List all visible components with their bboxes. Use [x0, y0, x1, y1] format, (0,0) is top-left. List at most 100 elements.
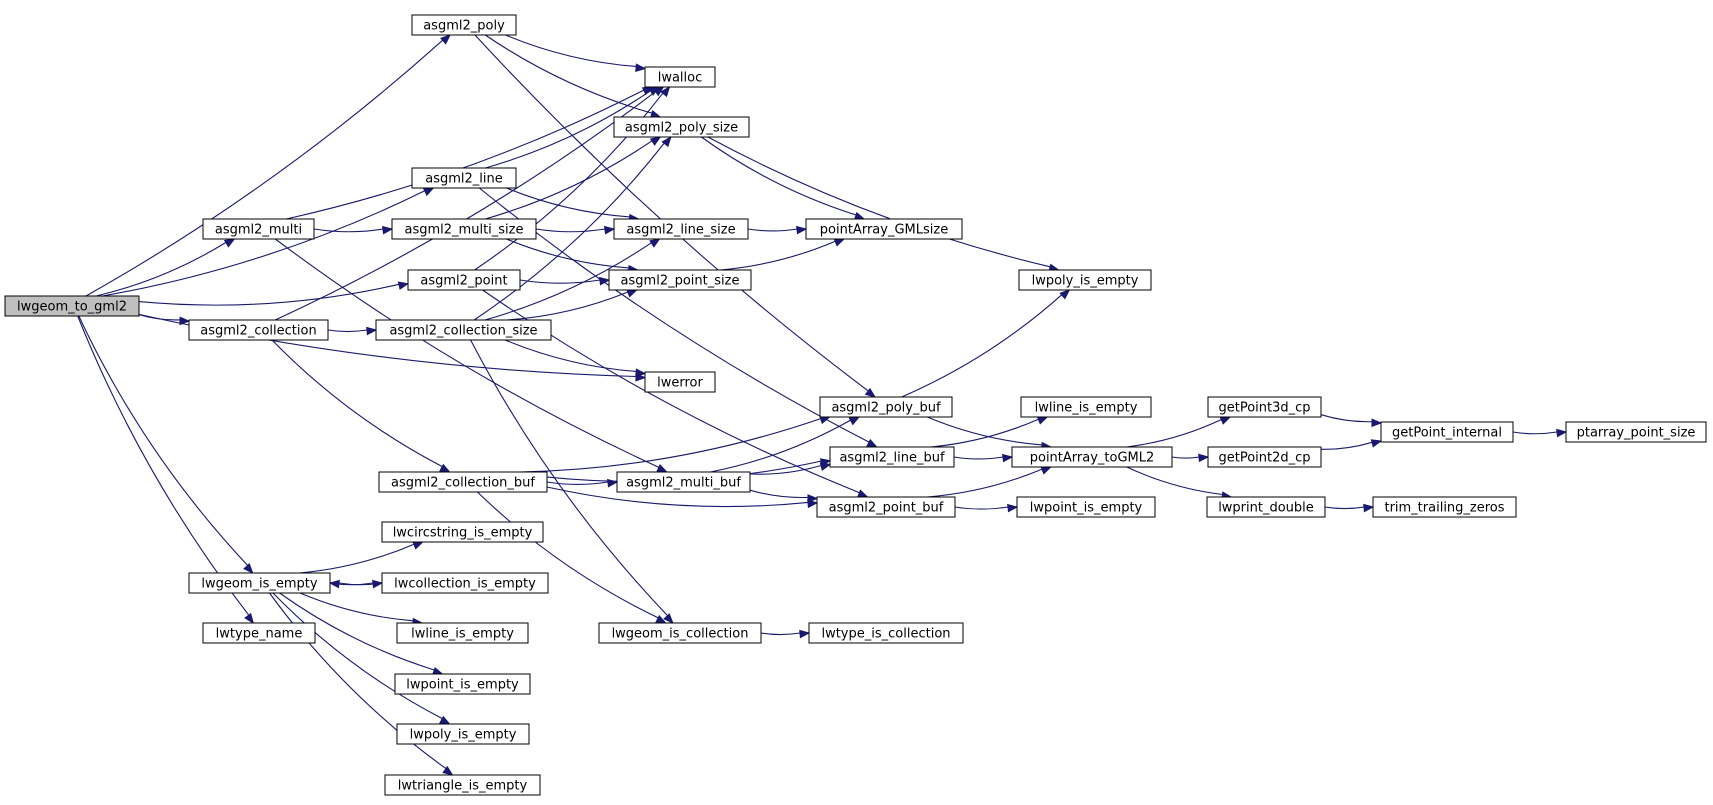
node-lwgeom-to-gml2[interactable]: lwgeom_to_gml2 [4, 295, 140, 317]
node-asgml2-point-size[interactable]: asgml2_point_size [608, 269, 752, 291]
node-lwpoly-is-empty-b[interactable]: lwpoly_is_empty [396, 723, 530, 745]
edge-arrowhead [1007, 503, 1019, 513]
node-asgml2-multi-size[interactable]: asgml2_multi_size [391, 218, 537, 240]
edge-arrowhead [626, 289, 638, 298]
node-trim-trailing-zeros[interactable]: trim_trailing_zeros [1372, 496, 1517, 518]
node-pointarray-togml2[interactable]: pointArray_toGML2 [1011, 446, 1173, 468]
node-label: lwerror [657, 376, 703, 391]
node-box [1206, 496, 1326, 518]
node-lwtype-is-collection[interactable]: lwtype_is_collection [808, 622, 964, 644]
edge-arrowhead [1059, 289, 1071, 300]
node-asgml2-line-buf[interactable]: asgml2_line_buf [829, 446, 955, 468]
node-label: asgml2_collection [200, 324, 316, 339]
node-label: asgml2_poly_size [625, 121, 738, 136]
node-asgml2-multi-buf[interactable]: asgml2_multi_buf [616, 471, 751, 493]
node-ptarray-point-size[interactable]: ptarray_point_size [1565, 421, 1707, 443]
edge-arrowhead [422, 187, 435, 197]
edge-lwgeom-to-gml2-to-lwgeom-is-empty [78, 315, 254, 574]
edge-asgml2-poly-to-asgml2-poly-size [484, 34, 662, 119]
node-lwline-is-empty[interactable]: lwline_is_empty [1020, 396, 1152, 418]
edge-line [1320, 441, 1373, 450]
node-lwcollection-is-empty[interactable]: lwcollection_is_empty [381, 572, 549, 594]
node-box [1565, 421, 1707, 443]
node-lwprint-double[interactable]: lwprint_double [1206, 496, 1326, 518]
node-asgml2-collection-size[interactable]: asgml2_collection_size [375, 319, 552, 341]
node-label: asgml2_line_size [626, 223, 735, 238]
node-lwerror[interactable]: lwerror [644, 371, 716, 393]
edge-line [327, 329, 368, 333]
edge-asgml2-collection-size-to-lwerror [504, 339, 647, 377]
edge-arrowhead [819, 462, 832, 471]
node-getpoint-internal[interactable]: getPoint_internal [1380, 421, 1514, 443]
node-box [391, 218, 537, 240]
edge-asgml2-multi-buf-to-asgml2-line-buf [749, 462, 832, 475]
edge-line [505, 34, 637, 68]
node-asgml2-point-buf[interactable]: asgml2_point_buf [816, 496, 956, 518]
edge-arrowhead [1371, 418, 1383, 428]
edge-arrowhead [1556, 428, 1568, 438]
node-asgml2-point[interactable]: asgml2_point [407, 269, 521, 291]
edge-line [1324, 506, 1365, 510]
edge-asgml2-collection-to-lwalloc [274, 86, 665, 321]
node-pointarray-gmlsize[interactable]: pointArray_GMLsize [805, 218, 963, 240]
node-label: lwcircstring_is_empty [393, 526, 533, 541]
edge-lwprint-double-to-trim-trailing-zeros [1324, 503, 1375, 513]
node-box [819, 396, 953, 418]
edge-arrowhead [397, 281, 410, 290]
node-box [4, 295, 140, 317]
node-lwpoly-is-empty[interactable]: lwpoly_is_empty [1018, 269, 1152, 291]
edge-pointarray-togml2-to-getpoint2d-cp [1171, 453, 1210, 463]
edge-arrowhead [833, 238, 846, 247]
node-box [202, 622, 316, 644]
node-getpoint3d-cp[interactable]: getPoint3d_cp [1207, 396, 1322, 418]
node-asgml2-poly[interactable]: asgml2_poly [411, 14, 517, 36]
edge-arrowhead [660, 85, 671, 98]
edge-asgml2-collection-buf-to-lwgeom-is-collection [477, 491, 667, 624]
node-lwtriangle-is-empty[interactable]: lwtriangle_is_empty [384, 774, 541, 796]
edge-arrowhead [439, 715, 451, 725]
edge-asgml2-poly-size-to-lwpoly-is-empty [707, 136, 1060, 273]
node-lwpoint-is-empty[interactable]: lwpoint_is_empty [394, 673, 531, 695]
node-asgml2-collection[interactable]: asgml2_collection [188, 319, 329, 341]
edge-line [96, 241, 227, 297]
edge-arrowhead [635, 63, 647, 72]
node-lwpoint-is-empty-b[interactable]: lwpoint_is_empty [1016, 496, 1156, 518]
node-asgml2-poly-size[interactable]: asgml2_poly_size [613, 116, 750, 138]
node-label: asgml2_point [420, 274, 507, 289]
edge-asgml2-poly-buf-to-lwpoly-is-empty [901, 289, 1071, 398]
edge-arrowhead [807, 499, 819, 509]
node-asgml2-line[interactable]: asgml2_line [411, 167, 517, 189]
node-lwalloc[interactable]: lwalloc [644, 66, 716, 88]
node-asgml2-collection-buf[interactable]: asgml2_collection_buf [378, 471, 548, 493]
node-label: asgml2_point_size [621, 274, 740, 289]
node-box [375, 319, 552, 341]
edge-asgml2-point-size-to-pointarray-gmlsize [719, 238, 846, 271]
edge-lwgeom-is-empty-to-lwcircstring-is-empty [299, 541, 424, 574]
edge-asgml2-multi-buf-to-asgml2-poly-buf [710, 416, 861, 473]
node-asgml2-multi[interactable]: asgml2_multi [202, 218, 315, 240]
node-lwgeom-is-empty[interactable]: lwgeom_is_empty [188, 572, 331, 594]
edge-arrowhead [244, 612, 255, 625]
edge-asgml2-point-to-asgml2-point-size [519, 276, 611, 286]
node-lwline-is-empty-b[interactable]: lwline_is_empty [396, 622, 529, 644]
edge-asgml2-poly-to-lwalloc [505, 34, 647, 72]
edge-line [710, 419, 851, 473]
edge-asgml2-point-buf-to-lwpoint-is-empty-b [954, 503, 1019, 513]
edge-line [138, 283, 400, 306]
edge-asgml2-collection-to-asgml2-collection-size [327, 326, 378, 336]
node-lwgeom-is-collection[interactable]: lwgeom_is_collection [598, 622, 762, 644]
edge-arrowhead [656, 464, 668, 473]
edge-lwcollection-is-empty-to-lwgeom-is-empty [328, 579, 383, 589]
node-asgml2-line-size[interactable]: asgml2_line_size [613, 218, 749, 240]
edge-arrowhead [604, 225, 616, 235]
edge-asgml2-multi-buf-to-asgml2-point-buf [749, 489, 819, 503]
node-label: lwtype_is_collection [821, 627, 950, 642]
node-lwcircstring-is-empty[interactable]: lwcircstring_is_empty [381, 521, 544, 543]
node-getpoint2d-cp[interactable]: getPoint2d_cp [1207, 446, 1322, 468]
node-asgml2-poly-buf[interactable]: asgml2_poly_buf [819, 396, 953, 418]
node-label: asgml2_line_buf [839, 451, 944, 466]
node-lwtype-name[interactable]: lwtype_name [202, 622, 316, 644]
edge-line [760, 632, 801, 636]
